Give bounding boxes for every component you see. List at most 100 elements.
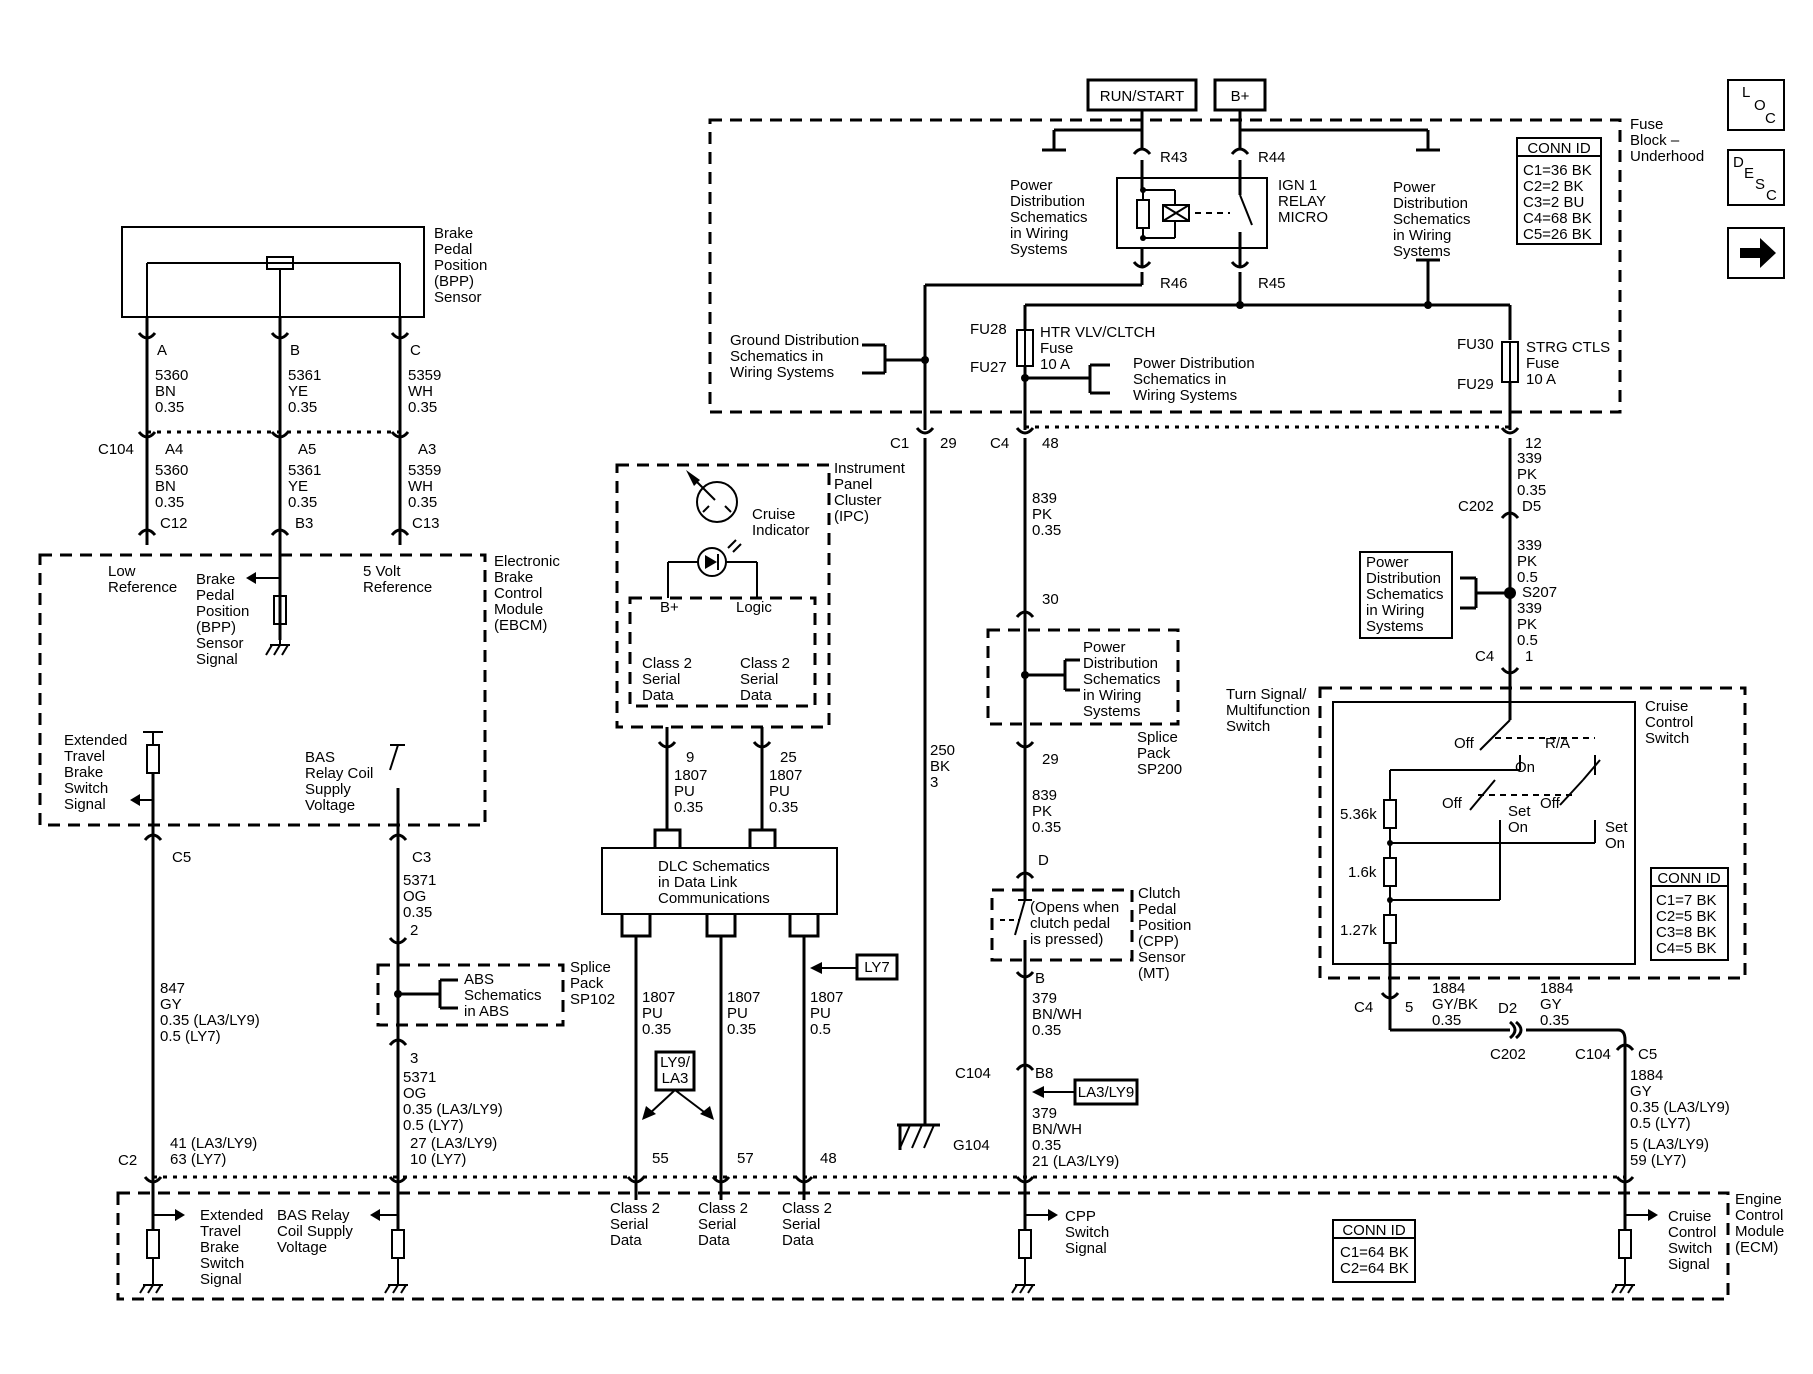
svg-text:Power: Power [1010,177,1053,194]
svg-text:Serial: Serial [642,671,680,688]
svg-text:0.35: 0.35 [674,799,703,816]
svg-text:250: 250 [930,742,955,759]
svg-text:0.35: 0.35 [288,399,317,416]
svg-text:L: L [1742,84,1750,101]
pds-mid-label: Power Distribution Schematics in Wiring … [1133,355,1255,404]
svg-text:0.35 (LA3/LY9): 0.35 (LA3/LY9) [403,1101,503,1118]
svg-text:BAS Relay: BAS Relay [277,1207,350,1224]
svg-text:PU: PU [642,1005,663,1022]
svg-text:Pack: Pack [1137,745,1171,762]
svg-text:Voltage: Voltage [277,1239,327,1256]
svg-text:0.35: 0.35 [155,494,184,511]
svg-text:5360: 5360 [155,367,188,384]
svg-text:C3=2 BU: C3=2 BU [1523,194,1584,211]
svg-text:in Wiring: in Wiring [1366,602,1424,619]
svg-text:LY9/: LY9/ [660,1054,691,1071]
next-page-button[interactable] [1727,227,1785,279]
svg-text:C104: C104 [955,1065,991,1082]
svg-text:1884: 1884 [1540,980,1573,997]
svg-text:Serial: Serial [782,1216,820,1233]
svg-text:FU27: FU27 [970,359,1007,376]
bplus-label: B+ [1231,88,1250,105]
svg-text:Power: Power [1083,639,1126,656]
svg-text:CONN ID: CONN ID [1527,140,1591,157]
svg-text:0.35: 0.35 [769,799,798,816]
svg-text:in Wiring: in Wiring [1010,225,1068,242]
svg-text:5360: 5360 [155,462,188,479]
conn-id-turn-signal: CONN ID C1=7 BK C2=5 BK C3=8 BK C4=5 BK [1650,867,1729,961]
svg-text:BN: BN [155,383,176,400]
svg-text:1807: 1807 [769,767,802,784]
svg-text:0.35: 0.35 [288,494,317,511]
svg-text:A3: A3 [418,441,436,458]
svg-text:Distribution: Distribution [1083,655,1158,672]
svg-text:Extended: Extended [64,732,127,749]
svg-text:HTR VLV/CLTCH: HTR VLV/CLTCH [1040,324,1155,341]
svg-text:Set: Set [1508,803,1531,820]
svg-text:Set: Set [1605,819,1628,836]
svg-text:0.35: 0.35 [403,904,432,921]
svg-text:Wiring Systems: Wiring Systems [1133,387,1237,404]
svg-text:1.27k: 1.27k [1340,922,1377,939]
svg-text:0.35: 0.35 [1032,819,1061,836]
svg-text:63 (LY7): 63 (LY7) [170,1151,226,1168]
svg-text:C: C [410,342,421,359]
svg-text:Position: Position [434,257,487,274]
svg-text:Distribution: Distribution [1366,570,1441,587]
svg-text:21 (LA3/LY9): 21 (LA3/LY9) [1032,1153,1119,1170]
svg-text:PK: PK [1032,506,1052,523]
svg-text:839: 839 [1032,490,1057,507]
svg-text:0.5: 0.5 [1517,569,1538,586]
svg-text:Fuse: Fuse [1040,340,1073,357]
svg-text:Cruise: Cruise [1645,698,1688,715]
svg-text:Splice: Splice [570,959,611,976]
svg-text:(BPP): (BPP) [434,273,474,290]
svg-text:BN/WH: BN/WH [1032,1121,1082,1138]
ground-g104: C1 29 250 BK 3 G104 [890,427,990,1154]
svg-text:IGN 1: IGN 1 [1278,177,1317,194]
svg-text:379: 379 [1032,1105,1057,1122]
svg-text:BN: BN [155,478,176,495]
svg-text:Multifunction: Multifunction [1226,702,1310,719]
svg-text:Signal: Signal [64,796,106,813]
cruise-control-switch: Cruise Control Switch Off R/A On Off Off… [1332,695,1693,1030]
splice-sp102-box [376,963,565,1027]
svg-text:in Wiring: in Wiring [1393,227,1451,244]
svg-text:(BPP): (BPP) [196,619,236,636]
right-arrow-icon [1740,238,1776,268]
svg-text:C12: C12 [160,515,188,532]
svg-text:BK: BK [930,758,950,775]
svg-text:DLC Schematics: DLC Schematics [658,858,770,875]
desc-button[interactable]: D E S C [1727,149,1785,206]
svg-text:CPP: CPP [1065,1208,1096,1225]
svg-text:PU: PU [727,1005,748,1022]
svg-text:PU: PU [810,1005,831,1022]
svg-text:Switch: Switch [200,1255,244,1272]
svg-text:3: 3 [930,774,938,791]
svg-text:C4=68 BK: C4=68 BK [1523,210,1592,227]
svg-text:C4=5 BK: C4=5 BK [1656,940,1716,957]
svg-text:Distribution: Distribution [1393,195,1468,212]
svg-text:Module: Module [1735,1223,1784,1240]
svg-text:LA3/LY9: LA3/LY9 [1078,1084,1134,1101]
svg-text:Systems: Systems [1393,243,1451,260]
bpp-wires: A B C 5360 BN 0.35 5361 YE 0.35 5359 WH … [98,317,441,640]
strg-ctls-fuse: FU30 FU29 STRG CTLS Fuse 10 A [1457,336,1610,393]
svg-text:Data: Data [642,687,674,704]
dlc-wires: 1807 PU 0.35 1807 PU 0.35 1807 PU 0.5 LY… [626,936,899,1200]
svg-text:Switch: Switch [1668,1240,1712,1257]
svg-text:GY: GY [1540,996,1562,1013]
svg-text:Class 2: Class 2 [698,1200,748,1217]
r43-label: R43 [1160,149,1188,166]
svg-text:C2: C2 [118,1152,137,1169]
ecm-box [116,1191,1730,1301]
svg-text:Class 2: Class 2 [642,655,692,672]
ecm-bas-input: BAS Relay Coil Supply Voltage [277,1200,408,1294]
svg-text:0.35 (LA3/LY9): 0.35 (LA3/LY9) [160,1012,260,1029]
svg-text:SP200: SP200 [1137,761,1182,778]
svg-text:PU: PU [674,783,695,800]
svg-text:O: O [1754,97,1766,114]
svg-text:B3: B3 [295,515,313,532]
loc-button[interactable]: L O C [1727,79,1785,131]
svg-text:C5: C5 [172,849,191,866]
